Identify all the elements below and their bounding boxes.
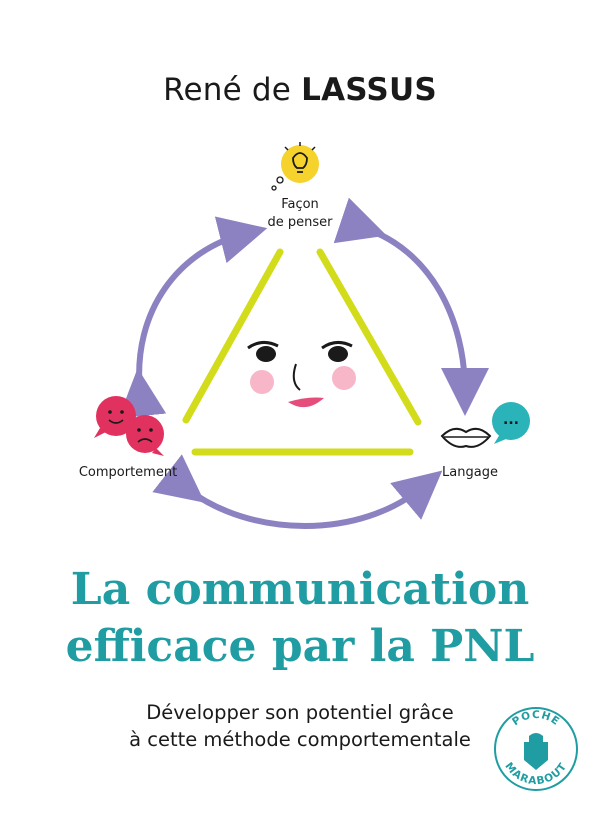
triangle: [182, 248, 422, 456]
lightbulb-thought-icon: [271, 142, 319, 191]
book-icon: [524, 733, 548, 770]
cycle-arrows: [118, 197, 489, 529]
author-name: René de LASSUS: [0, 72, 600, 108]
book-title-line2: efficace par la PNL: [65, 621, 535, 672]
lips-icon: [440, 427, 492, 448]
top-label-line2: de penser: [268, 215, 334, 230]
top-label-line1: Façon: [281, 197, 319, 212]
subtitle-line2: à cette méthode comportementale: [129, 728, 471, 751]
arrow-left-top: [118, 216, 268, 419]
speech-dots: ...: [503, 412, 519, 428]
book-title-line1: La communication: [70, 564, 530, 615]
smiling-face: [247, 341, 356, 408]
speech-bubble-icon: ...: [492, 402, 530, 444]
arrow-top-right: [333, 197, 489, 416]
sad-happy-faces-icon: [94, 396, 164, 456]
left-label: Comportement: [79, 465, 177, 480]
author-last-name: LASSUS: [301, 72, 437, 108]
logo-top-text: POCHE: [510, 709, 562, 728]
subtitle-line1: Développer son potentiel grâce: [146, 701, 454, 724]
pnl-diagram: Façon de penser Comportement ... Langage: [79, 142, 530, 529]
arrow-bottom: [152, 454, 443, 529]
author-first-name: René de: [163, 72, 302, 108]
publisher-logo: POCHE MARABOUT: [494, 707, 578, 791]
right-label: Langage: [442, 465, 498, 480]
